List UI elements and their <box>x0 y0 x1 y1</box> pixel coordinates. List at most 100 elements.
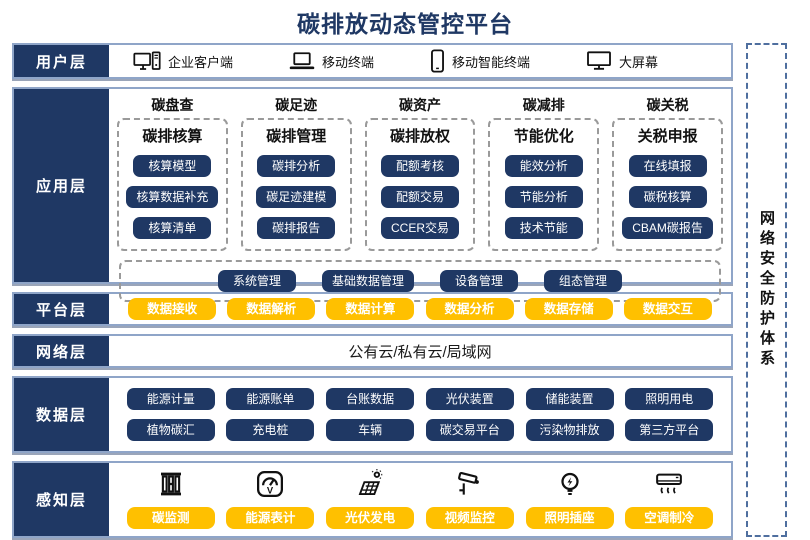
app-module-pill: 配额考核 <box>380 155 459 177</box>
cctv-camera-icon <box>455 467 485 501</box>
network-layer-label: 网络层 <box>14 336 109 366</box>
data-source-pill: 碳交易平台 <box>425 419 514 441</box>
data-source-pill: 能源账单 <box>226 388 315 410</box>
user-item-smart-mobile-terminal: 移动智能终端 <box>430 49 530 73</box>
app-column-box: 节能优化 能效分析 节能分析 技术节能 <box>488 118 600 251</box>
platform-layer: 平台层 数据接收 数据解析 数据计算 数据分析 数据存储 数据交互 <box>12 292 733 326</box>
data-source-pill: 充电桩 <box>226 419 315 441</box>
data-source-pill: 台账数据 <box>326 388 415 410</box>
app-column-title: 节能优化 <box>513 128 574 145</box>
platform-layer-content: 数据接收 数据解析 数据计算 数据分析 数据存储 数据交互 <box>109 294 731 324</box>
data-source-pill: 储能装置 <box>525 388 614 410</box>
data-layer: 数据层 能源计量 能源账单 台账数据 光伏装置 储能装置 照明用电 植物碳汇 充… <box>12 376 733 453</box>
data-source-pill: 污染物排放 <box>525 419 614 441</box>
app-common-modules-box: 系统管理 基础数据管理 设备管理 组态管理 <box>119 260 721 302</box>
data-source-pill: 第三方平台 <box>625 419 714 441</box>
app-module-pill: 在线填报 <box>628 155 707 177</box>
app-column-carbon-reduction: 碳减排 节能优化 能效分析 节能分析 技术节能 <box>488 93 600 251</box>
svg-text:V: V <box>267 485 274 495</box>
app-module-pill: 碳税核算 <box>628 186 707 208</box>
app-module-pill: 碳排报告 <box>257 217 336 239</box>
app-column-box: 关税申报 在线填报 碳税核算 CBAM碳报告 <box>612 118 723 251</box>
app-column-carbon-tariff: 碳关税 关税申报 在线填报 碳税核算 CBAM碳报告 <box>612 93 723 251</box>
data-source-pill: 能源计量 <box>126 388 215 410</box>
app-common-pill: 设备管理 <box>440 270 518 292</box>
application-layer-label: 应用层 <box>14 89 109 282</box>
app-common-pill: 系统管理 <box>217 270 296 292</box>
app-column-header: 碳关税 <box>646 97 689 113</box>
app-column-carbon-inventory: 碳盘查 碳排核算 核算模型 核算数据补充 核算清单 <box>117 93 228 251</box>
app-module-pill: 核算清单 <box>133 217 212 239</box>
data-source-pill: 照明用电 <box>625 388 714 410</box>
perception-layer-content: 碳监测 V 能源表计 <box>109 463 731 536</box>
perception-layer: 感知层 碳监测 <box>12 461 733 538</box>
network-layer: 网络层 公有云/私有云/局域网 <box>12 334 733 368</box>
user-layer: 用户层 企业客户端 <box>12 43 733 79</box>
app-module-pill: 节能分析 <box>504 186 583 208</box>
platform-pill: 数据解析 <box>227 297 316 321</box>
perception-pill: 空调制冷 <box>625 506 714 529</box>
user-item-label: 大屏幕 <box>619 54 659 70</box>
user-item-enterprise-client: 企业客户端 <box>133 50 234 72</box>
app-module-pill: CBAM碳报告 <box>622 217 713 239</box>
user-layer-label: 用户层 <box>14 45 109 77</box>
app-module-pill: 技术节能 <box>504 217 583 239</box>
perception-layer-label: 感知层 <box>14 463 109 536</box>
app-column-title: 碳排放权 <box>389 128 450 145</box>
app-common-pill: 组态管理 <box>544 270 622 292</box>
energy-meter-icon: V <box>255 467 285 501</box>
page-title: 碳排放动态管控平台 <box>297 11 513 37</box>
data-source-pill: 车辆 <box>326 419 415 441</box>
platform-pill: 数据分析 <box>425 297 514 321</box>
perception-pill: 碳监测 <box>126 506 215 529</box>
app-column-header: 碳盘查 <box>151 97 194 113</box>
laptop-icon <box>289 51 315 71</box>
perception-pill: 视频监控 <box>425 506 514 529</box>
perception-item-solar-power: 光伏发电 <box>326 467 415 529</box>
app-column-box: 碳排放权 配额考核 配额交易 CCER交易 <box>364 118 476 251</box>
platform-pill: 数据存储 <box>524 297 613 321</box>
app-module-pill: 碳足迹建模 <box>256 186 337 208</box>
carbon-monitor-icon <box>156 467 186 501</box>
app-column-title: 碳排核算 <box>142 128 203 145</box>
app-module-pill: 配额交易 <box>380 186 459 208</box>
app-column-box: 碳排核算 核算模型 核算数据补充 核算清单 <box>117 118 228 251</box>
app-column-header: 碳资产 <box>398 97 441 113</box>
platform-pill: 数据计算 <box>326 297 415 321</box>
app-column-box: 碳排管理 碳排分析 碳足迹建模 碳排报告 <box>240 118 352 251</box>
app-module-pill: CCER交易 <box>380 217 459 239</box>
solar-power-icon <box>355 467 385 501</box>
app-column-header: 碳减排 <box>522 97 565 113</box>
smartphone-icon <box>430 49 445 73</box>
platform-pill: 数据交互 <box>623 297 712 321</box>
air-conditioner-icon <box>654 467 684 501</box>
perception-item-air-conditioning: 空调制冷 <box>625 467 714 529</box>
big-screen-icon <box>586 50 612 72</box>
app-column-title: 碳排管理 <box>266 128 327 145</box>
platform-layer-label: 平台层 <box>14 294 109 324</box>
user-item-label: 移动智能终端 <box>452 54 531 70</box>
user-item-mobile-terminal: 移动终端 <box>289 51 374 71</box>
user-item-big-screen: 大屏幕 <box>586 50 658 72</box>
user-item-label: 企业客户端 <box>168 54 234 70</box>
application-columns: 碳盘查 碳排核算 核算模型 核算数据补充 核算清单 碳足迹 碳排管理 碳排分析 <box>117 93 723 251</box>
network-layer-content: 公有云/私有云/局域网 <box>348 343 492 361</box>
app-column-header: 碳足迹 <box>275 97 318 113</box>
desktop-pc-icon <box>133 50 161 72</box>
user-item-label: 移动终端 <box>322 54 375 70</box>
perception-item-video-surveillance: 视频监控 <box>425 467 514 529</box>
app-module-pill: 能效分析 <box>504 155 583 177</box>
application-layer: 应用层 碳盘查 碳排核算 核算模型 核算数据补充 核算清单 碳足迹 <box>12 87 733 302</box>
security-system-label: 网络安全防护体系 <box>758 210 775 370</box>
app-module-pill: 核算数据补充 <box>126 186 219 208</box>
perception-pill: 能源表计 <box>226 506 315 529</box>
perception-item-energy-meter: V 能源表计 <box>226 467 315 529</box>
application-layer-content: 碳盘查 碳排核算 核算模型 核算数据补充 核算清单 碳足迹 碳排管理 碳排分析 <box>109 89 731 302</box>
app-column-title: 关税申报 <box>637 128 698 145</box>
app-column-carbon-footprint: 碳足迹 碳排管理 碳排分析 碳足迹建模 碳排报告 <box>240 93 352 251</box>
perception-item-lighting-socket: 照明插座 <box>525 467 614 529</box>
data-layer-content: 能源计量 能源账单 台账数据 光伏装置 储能装置 照明用电 植物碳汇 充电桩 车… <box>109 378 731 451</box>
app-module-pill: 碳排分析 <box>257 155 336 177</box>
data-source-row: 能源计量 能源账单 台账数据 光伏装置 储能装置 照明用电 <box>115 388 725 410</box>
data-source-pill: 植物碳汇 <box>126 419 215 441</box>
